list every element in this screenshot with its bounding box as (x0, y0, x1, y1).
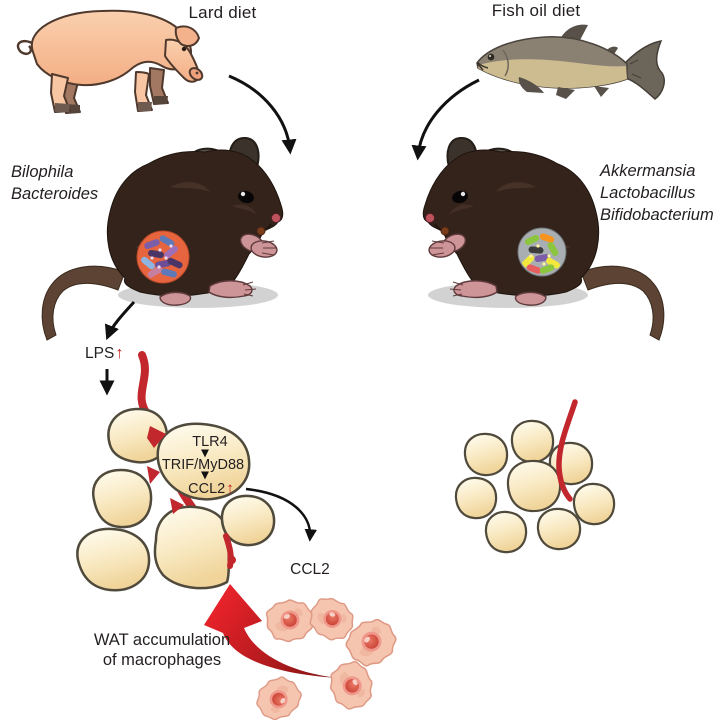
cascade-trif-myd88: TRIF/MyD88 (161, 457, 245, 473)
ccl2-secreted-label: CCL2 (290, 561, 330, 578)
macrophage-icon (326, 658, 377, 713)
right-bacteria-list: Akkermansia Lactobacillus Bifidobacteriu… (600, 160, 714, 226)
adipose-tissue-icon-right (454, 419, 616, 554)
adipocyte (91, 468, 153, 529)
wat-caption: WAT accumulation of macrophages (82, 630, 242, 670)
bacteria-name: Bifidobacterium (600, 206, 714, 224)
adipocyte (463, 432, 509, 477)
pig-icon (16, 9, 204, 114)
blood-vessel-right (556, 399, 578, 502)
ccl2-text: CCL2 (188, 481, 226, 497)
macrophage-icon (265, 599, 314, 643)
arrow-ccl2-secretion (245, 487, 318, 542)
adipose-tissue-icon-left (76, 407, 276, 592)
fish-oil-diet-label: Fish oil diet (491, 1, 581, 20)
adipocyte (153, 505, 231, 590)
adipocyte-signaling (156, 422, 251, 501)
blood-vessel-left-branches (147, 426, 234, 569)
arrow-pig-to-mouse (228, 74, 297, 155)
arrow-fish-to-mouse (411, 78, 480, 161)
adipocyte (572, 482, 616, 526)
lard-diet-label: Lard diet (188, 3, 257, 22)
fish-icon (476, 24, 665, 100)
wat-caption-line1: WAT accumulation (93, 631, 231, 649)
macrophage-icon (249, 669, 309, 720)
arrow-macrophages-to-wat (204, 584, 338, 678)
lps-increase-arrow: ↑ (115, 344, 124, 362)
bacteria-name: Bilophila (11, 163, 74, 181)
macrophages (249, 589, 404, 720)
wat-caption-line2: of macrophages (102, 651, 222, 669)
adipocyte (536, 507, 582, 551)
ccl2-increase-arrow: ↑ (226, 480, 234, 497)
adipocyte (454, 476, 498, 520)
bacteria-name: Lactobacillus (600, 184, 696, 202)
adipocyte (220, 494, 276, 547)
arrow-mouse-to-lps (104, 300, 136, 341)
adipocyte (506, 459, 562, 513)
gut-microbiota-icon-left (136, 230, 190, 284)
left-bacteria-list: Bilophila Bacteroides (11, 161, 98, 205)
adipocyte (510, 419, 555, 464)
adipocyte (484, 510, 528, 554)
gut-microbiota-icon-right (517, 227, 567, 277)
cascade-ccl2: CCL2↑ (168, 481, 254, 497)
bacteria-name: Akkermansia (600, 162, 696, 180)
bacteria-name: Bacteroides (11, 185, 99, 203)
lps-label: LPS↑ (85, 344, 123, 363)
lps-text: LPS (85, 345, 115, 362)
adipocyte (76, 527, 151, 592)
cascade-tlr4: TLR4 (192, 434, 228, 450)
